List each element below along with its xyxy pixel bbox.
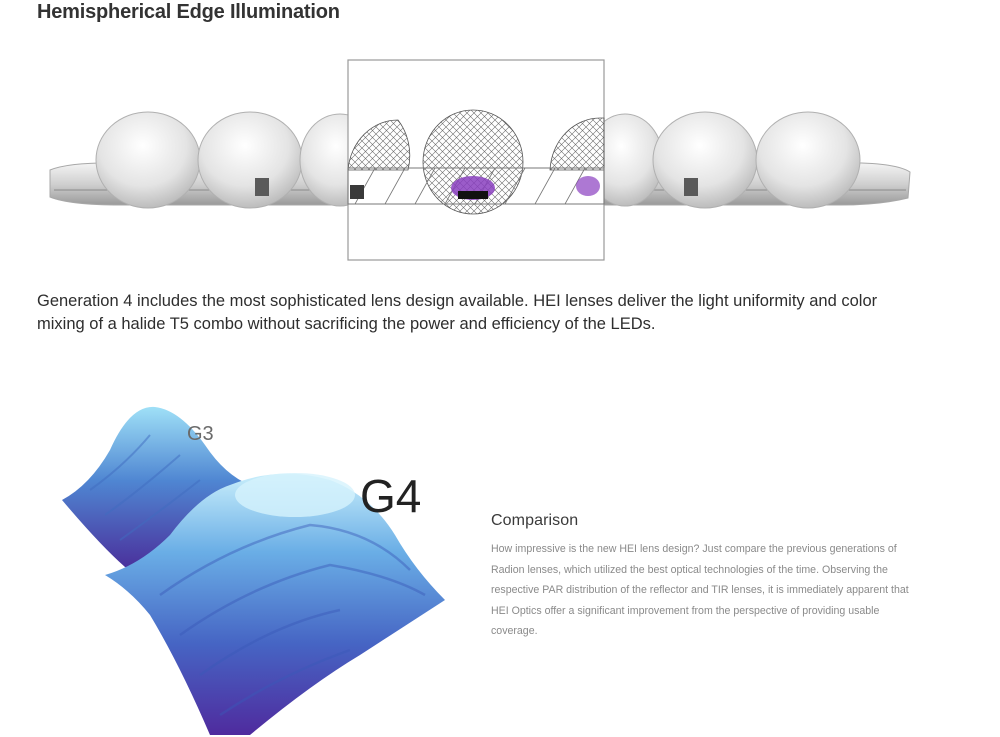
- par-distribution-image: G3 G4: [62, 406, 445, 735]
- g3-label: G3: [187, 423, 214, 445]
- glass-domes-left: [95, 111, 381, 209]
- g4-surface: [105, 473, 445, 735]
- section-title: Hemispherical Edge Illumination: [37, 1, 340, 23]
- intro-paragraph: Generation 4 includes the most sophistic…: [37, 292, 878, 333]
- glass-domes-right: [586, 111, 861, 209]
- g4-label: G4: [360, 470, 421, 522]
- lens-assembly-image: [49, 59, 911, 261]
- comparison-body: How impressive is the new HEI lens desig…: [491, 543, 909, 637]
- comparison-title: Comparison: [491, 512, 579, 529]
